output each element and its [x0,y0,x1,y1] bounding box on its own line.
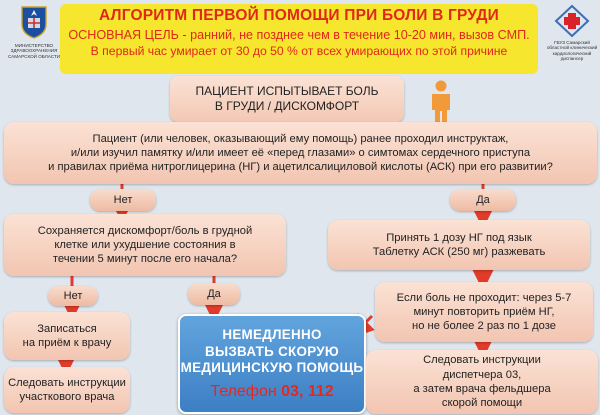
local-doctor-instructions-box: Следовать инструкции участкового врача [4,367,130,413]
phone-label: Телефон [210,383,282,401]
answer-yes-pill: Да [450,189,516,211]
main-goal-text: ОСНОВНАЯ ЦЕЛЬ - ранний, не позднее чем в… [68,28,530,42]
patient-chest-pain-box: ПАЦИЕНТ ИСПЫТЫВАЕТ БОЛЬ В ГРУДИ / ДИСКОМ… [170,76,404,122]
repeat-dose-box: Если боль не проходит: через 5-7 минут п… [375,282,593,342]
person-icon [432,80,450,124]
phone-numbers: 03, 112 [281,383,334,401]
doctor-appointment-box: Записаться на приём к врачу [4,312,130,360]
ministry-name: МИНИСТЕРСТВО ЗДРАВООХРАНЕНИЯ САМАРСКОЙ О… [7,43,61,59]
header-banner: АЛГОРИТМ ПЕРВОЙ ПОМОЩИ ПРИ БОЛИ В ГРУДИ … [60,4,538,74]
heart-cross-icon [554,4,590,38]
dispatcher-instructions-box: Следовать инструкции диспетчера 03, а за… [366,350,598,414]
page-title: АЛГОРИТМ ПЕРВОЙ ПОМОЩИ ПРИ БОЛИ В ГРУДИ [99,7,499,24]
answer-no-pill: Нет [90,189,156,211]
emergency-call-box: НЕМЕДЛЕННО ВЫЗВАТЬ СКОРУЮ МЕДИЦИНСКУЮ ПО… [178,314,366,414]
dispensary-name: ГБУЗ Самарский областной клинический кар… [546,40,598,62]
emergency-phone: Телефон 03, 112 [210,383,333,401]
discomfort-question-box: Сохраняется дискомфорт/боль в грудной кл… [4,214,286,276]
nitroglycerin-instruction-box: Принять 1 дозу НГ под язык Таблетку АСК … [328,220,590,270]
instruction-question-box: Пациент (или человек, оказывающий ему по… [4,122,597,184]
dispensary-logo: ГБУЗ Самарский областной клинический кар… [544,4,600,84]
discomfort-no-pill: Нет [48,286,98,306]
mortality-note: В первый час умирает от 30 до 50 % от вс… [90,44,508,58]
coat-of-arms-icon [21,6,47,39]
emergency-call-text: НЕМЕДЛЕННО ВЫЗВАТЬ СКОРУЮ МЕДИЦИНСКУЮ ПО… [180,326,364,376]
ministry-logo: МИНИСТЕРСТВО ЗДРАВООХРАНЕНИЯ САМАРСКОЙ О… [4,4,64,80]
discomfort-yes-pill: Да [188,283,240,305]
